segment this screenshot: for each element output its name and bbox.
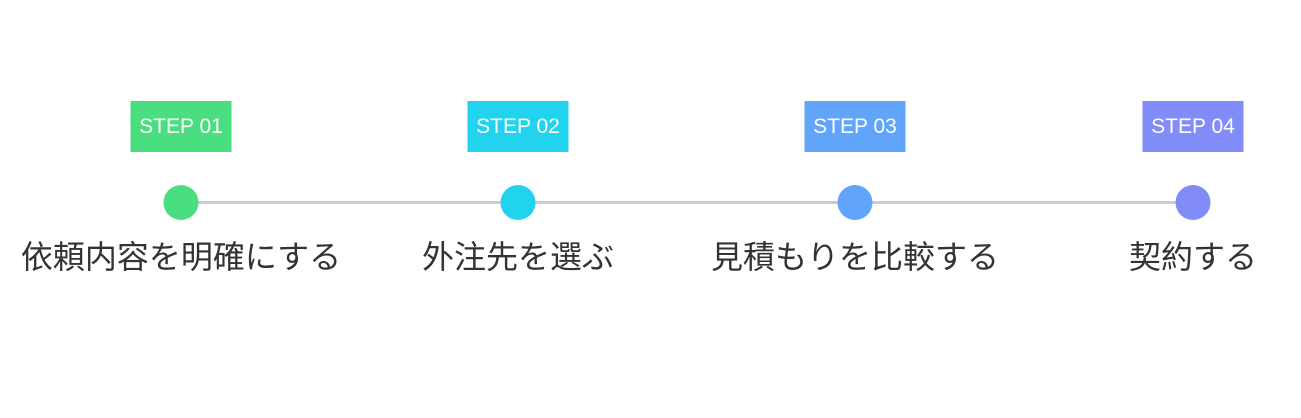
step-3-badge: STEP 03 [804,101,906,152]
step-1: STEP 01 依頼内容を明確にする [1,0,361,418]
timeline-connector-line [182,201,1194,204]
step-3-dot [837,185,873,220]
step-2-badge: STEP 02 [467,101,569,152]
step-1-label: 依頼内容を明確にする [20,238,342,276]
step-3: STEP 03 見積もりを比較する [675,0,1035,418]
step-4-label: 契約する [1128,238,1257,276]
step-2-dot [500,185,536,220]
step-4-badge: STEP 04 [1142,101,1244,152]
step-1-dot [163,185,199,220]
step-1-badge: STEP 01 [130,101,232,152]
step-2-label: 外注先を選ぶ [421,238,614,276]
step-2: STEP 02 外注先を選ぶ [338,0,698,418]
step-3-label: 見積もりを比較する [710,238,999,276]
step-4: STEP 04 契約する [1013,0,1301,418]
step-4-dot [1175,185,1211,220]
